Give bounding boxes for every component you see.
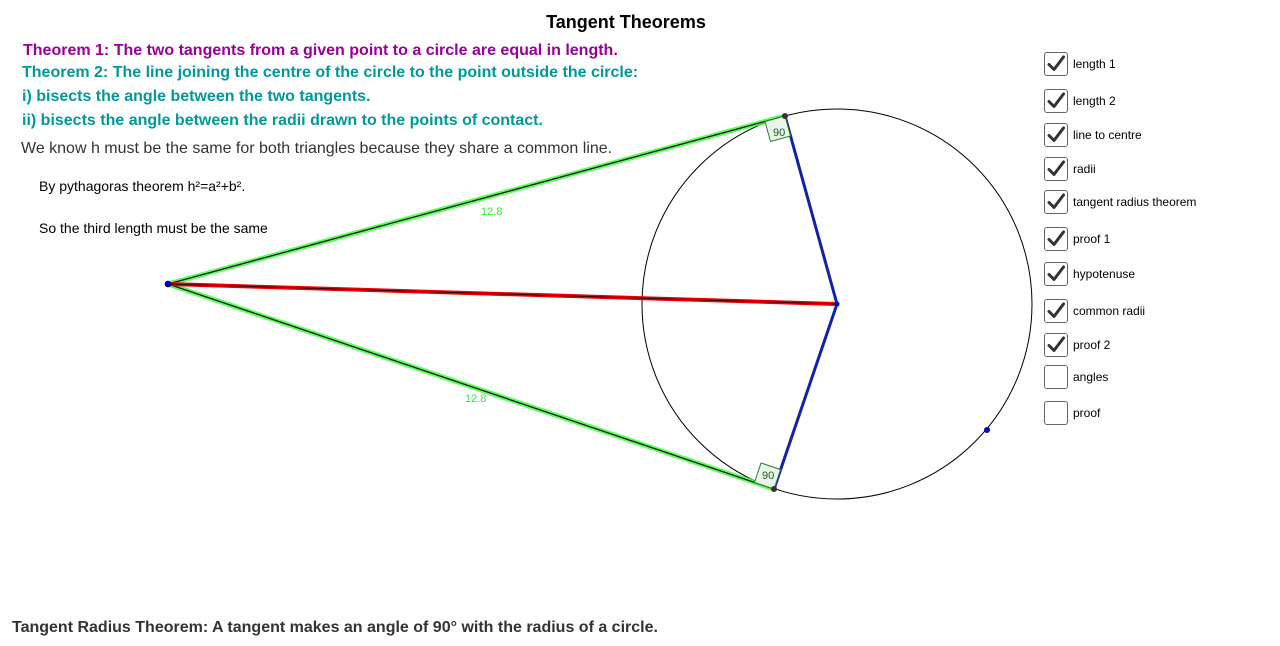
checkbox-length-2[interactable]: length 2: [1044, 88, 1116, 114]
checkbox-tangent-radius-theorem[interactable]: tangent radius theorem: [1044, 189, 1196, 215]
checkbox-box[interactable]: [1044, 365, 1068, 389]
checkbox-box[interactable]: [1044, 333, 1068, 357]
tangent-upper[interactable]: [167, 115, 786, 285]
right-angle-label-upper: 90: [773, 127, 785, 139]
checkbox-label: proof 2: [1073, 338, 1111, 352]
theorem-2-part-ii: ii) bisects the angle between the radii …: [22, 112, 543, 129]
checkbox-label: proof 1: [1073, 232, 1111, 246]
tangent-lower[interactable]: [167, 283, 775, 490]
checkbox-box[interactable]: [1044, 89, 1068, 113]
checkbox-length-1[interactable]: length 1: [1044, 51, 1116, 77]
checkbox-box[interactable]: [1044, 190, 1068, 214]
checkbox-proof-1[interactable]: proof 1: [1044, 226, 1110, 252]
third-length-note: So the third length must be the same: [39, 220, 268, 236]
checkbox-box[interactable]: [1044, 52, 1068, 76]
contact-point-lower: [771, 486, 777, 492]
check-icon: [1047, 193, 1065, 209]
tangent-radius-theorem-note: Tangent Radius Theorem: A tangent makes …: [12, 619, 658, 636]
checkbox-box[interactable]: [1044, 123, 1068, 147]
checkbox-label: proof: [1073, 406, 1101, 420]
right-angle-marker-upper: [764, 115, 792, 143]
circle: [641, 108, 1033, 500]
radius-lower[interactable]: [772, 303, 839, 490]
check-icon: [1047, 160, 1065, 176]
check-icon: [1047, 126, 1065, 142]
checkbox-angles[interactable]: angles: [1044, 364, 1108, 390]
check-icon: [1047, 230, 1065, 246]
checkbox-line-to-centre[interactable]: line to centre: [1044, 122, 1142, 148]
common-line-note: We know h must be the same for both tria…: [21, 140, 613, 157]
checkbox-box[interactable]: [1044, 262, 1068, 286]
circle-control-point[interactable]: [984, 427, 990, 433]
checkbox-label: length 1: [1073, 57, 1116, 71]
check-icon: [1047, 336, 1065, 352]
tangent-length-upper: 12.8: [481, 206, 502, 218]
external-point[interactable]: [164, 280, 172, 288]
tangent-length-lower: 12.8: [465, 393, 486, 405]
checkbox-label: radii: [1073, 162, 1096, 176]
checkbox-label: tangent radius theorem: [1073, 195, 1197, 209]
checkbox-label: angles: [1073, 370, 1109, 384]
check-icon: [1047, 302, 1065, 318]
checkbox-hypotenuse[interactable]: hypotenuse: [1044, 261, 1135, 287]
checkbox-common-radii[interactable]: common radii: [1044, 298, 1145, 324]
theorem-2-part-i: i) bisects the angle between the two tan…: [22, 88, 371, 105]
checkbox-label: line to centre: [1073, 128, 1142, 142]
geometry-diagram: 90 90 12.8 12.8: [164, 108, 1033, 500]
contact-point-upper: [782, 113, 788, 119]
centre-point[interactable]: [834, 301, 840, 307]
checkbox-proof-2[interactable]: proof 2: [1044, 332, 1110, 358]
right-angle-label-lower: 90: [762, 470, 774, 482]
centre-line[interactable]: [167, 283, 838, 305]
checkbox-radii[interactable]: radii: [1044, 156, 1096, 182]
right-angle-marker-lower: [753, 462, 782, 490]
checkbox-label: length 2: [1073, 94, 1116, 108]
theorem-2: Theorem 2: The line joining the centre o…: [22, 64, 639, 81]
checkbox-label: common radii: [1073, 304, 1146, 318]
check-icon: [1047, 55, 1065, 71]
check-icon: [1047, 92, 1065, 108]
checkbox-box[interactable]: [1044, 401, 1068, 425]
checkbox-box[interactable]: [1044, 157, 1068, 181]
radius-upper[interactable]: [783, 115, 839, 305]
checkbox-label: hypotenuse: [1073, 267, 1136, 281]
pythagoras-note: By pythagoras theorem h²=a²+b².: [39, 178, 246, 194]
theorem-1: Theorem 1: The two tangents from a given…: [23, 42, 618, 59]
page-title: Tangent Theorems: [546, 12, 706, 32]
check-icon: [1047, 265, 1065, 281]
checkbox-box[interactable]: [1044, 227, 1068, 251]
checkbox-box[interactable]: [1044, 299, 1068, 323]
checkbox-proof[interactable]: proof: [1044, 400, 1100, 426]
